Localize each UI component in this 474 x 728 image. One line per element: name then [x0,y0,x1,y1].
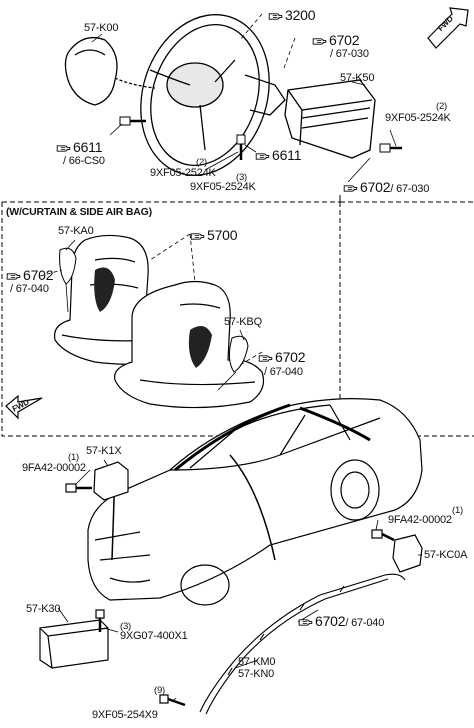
bolt-9xf05-2524k-mid: 9XF05-2524K [150,167,216,179]
pointing-hand-icon [6,272,21,281]
curtain-airbag-lines [111,403,371,561]
qty-3-low: (3) [120,621,132,632]
curtain-side-section-border [1,195,474,437]
part-57-ka0: 57-KA0 [58,225,94,237]
side-airbags [59,247,249,391]
passenger-airbag-module [284,79,376,159]
ref-67-040-seat: / 67-040 [10,283,49,295]
part-57-k30: 57-K30 [26,603,61,615]
bolt-9fa42-00002-right: 9FA42-00002 [388,514,452,526]
ref-5700: 5700 [190,228,238,243]
driver-airbag-module [64,36,156,106]
part-57-km0: 57-KM0 [238,656,276,668]
bolt-9xg07-400x1: 9XG07-400X1 [120,630,188,642]
pointing-hand-icon [268,12,283,21]
fwd-arrow-icon [427,7,469,49]
ref-6702-top: 6702 [312,33,360,48]
part-57-kb0: 57-KBQ [224,316,262,328]
qty-2-mid: (2) [196,157,208,168]
bottom-components [39,461,423,707]
qty-3: (3) [236,172,248,183]
part-57-kc0a: 57-KC0A [424,549,468,561]
qty-1-right: (1) [452,505,464,516]
ref-6702-bottom: 6702/ 67-040 [298,614,384,631]
qty-2-right: (2) [436,101,448,112]
ref-67-040-kb: / 67-040 [264,366,303,378]
pointing-hand-icon [312,37,327,46]
steering-wheel [140,14,286,176]
ref-6611-left: 6611 [56,140,103,155]
qty-1-left: (1) [68,452,80,463]
ref-67-030-top: / 67-030 [330,48,369,60]
curtain-airbag-module [199,573,406,715]
pointing-hand-icon [255,152,270,161]
bolt-9xf05-254x9: 9XF05-254X9 [92,709,158,721]
bolt-9xf05-2524k-right: 9XF05-2524K [385,112,451,124]
top-bolts [119,116,402,160]
part-57-k50: 57-K50 [340,72,375,84]
bolt-9fa42-00002-left: 9FA42-00002 [22,462,86,474]
section-leader-lines [39,233,263,366]
car-body [87,398,423,606]
pointing-hand-icon [56,144,71,153]
pointing-hand-icon [343,184,358,193]
part-57-k1x: 57-K1X [86,445,122,457]
ref-6702-seat: 6702 [6,268,54,283]
pointing-hand-icon [298,618,313,627]
ref-66-cs0: / 66-CS0 [63,155,105,167]
part-57-kn0: 57-KN0 [238,668,275,680]
pointing-hand-icon [190,232,205,241]
bottom-leader-lines [57,459,422,703]
ref-6611-right: 6611 [255,148,302,163]
ref-3200: 3200 [268,8,316,23]
qty-9: (9) [154,685,166,696]
fwd-arrow-icon [5,394,43,420]
ref-6702-kb: 6702 [258,350,306,365]
part-57-k00: 57-K00 [84,22,119,34]
bolt-9xf05-2524k-low: 9XF05-2524K [190,181,256,193]
pointing-hand-icon [258,354,273,363]
section-title: (W/CURTAIN & SIDE AIR BAG) [6,206,152,218]
top-leader-lines [91,13,397,183]
ref-6702-k50: 6702/ 67-030 [343,180,429,197]
